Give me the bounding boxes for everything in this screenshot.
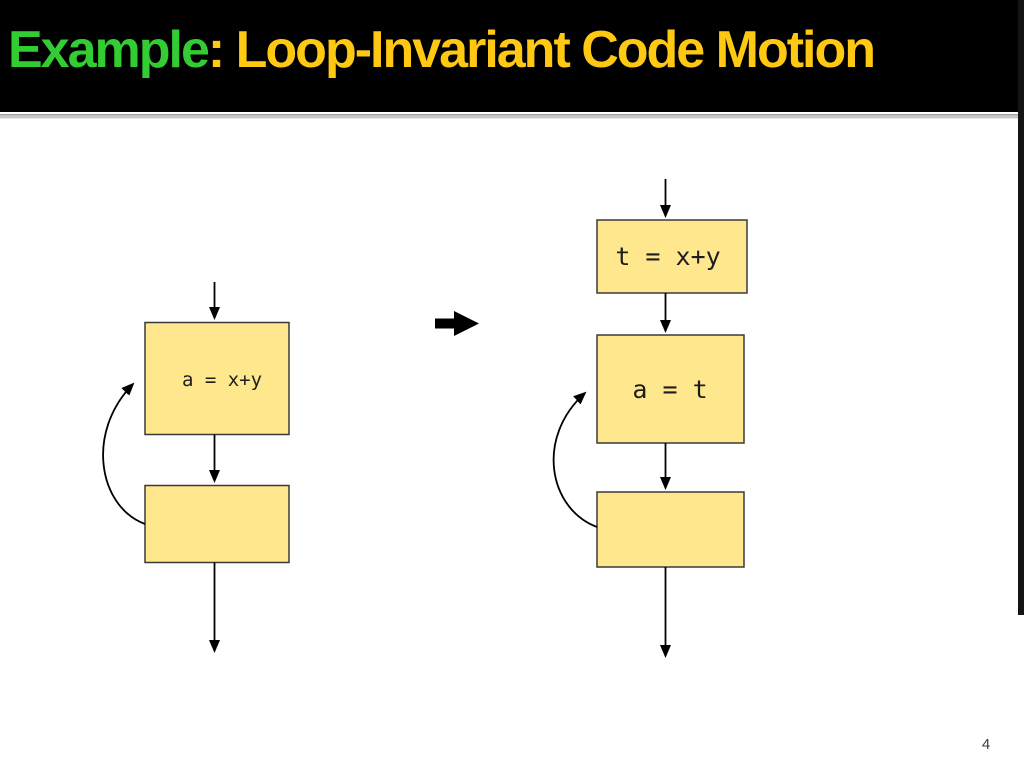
after-loop-back-edge xyxy=(552,391,598,528)
slide-title-highlight: Example xyxy=(8,21,210,79)
before-box-assign xyxy=(144,321,290,436)
before-loop-back-edge xyxy=(102,382,146,525)
banner-separator-dark xyxy=(0,114,1024,115)
slide-title-rest: : Loop-Invariant Code Motion xyxy=(207,21,876,79)
before-diagram: a = x+y xyxy=(102,282,290,653)
after-box-assign xyxy=(596,334,745,444)
right-edge-strip xyxy=(1018,0,1024,615)
after-box-body xyxy=(596,491,745,568)
after-box-assign-label: a = t xyxy=(632,375,707,404)
banner-separator-light xyxy=(0,118,1024,119)
before-box-assign-label: a = x+y xyxy=(182,369,262,391)
page-number: 4 xyxy=(981,736,991,753)
before-box-body xyxy=(144,484,290,564)
slide-title: Example: Loop-Invariant Code Motion xyxy=(8,20,1018,80)
after-diagram: t = x+y a = t xyxy=(552,179,748,658)
banner-separator-gray xyxy=(0,115,1024,118)
after-box-hoisted xyxy=(596,219,748,294)
banner-separator-white xyxy=(0,112,1024,114)
transform-right-arrow-icon xyxy=(435,311,479,336)
after-box-hoisted-label: t = x+y xyxy=(615,242,720,271)
title-banner: Example: Loop-Invariant Code Motion xyxy=(0,0,1024,112)
